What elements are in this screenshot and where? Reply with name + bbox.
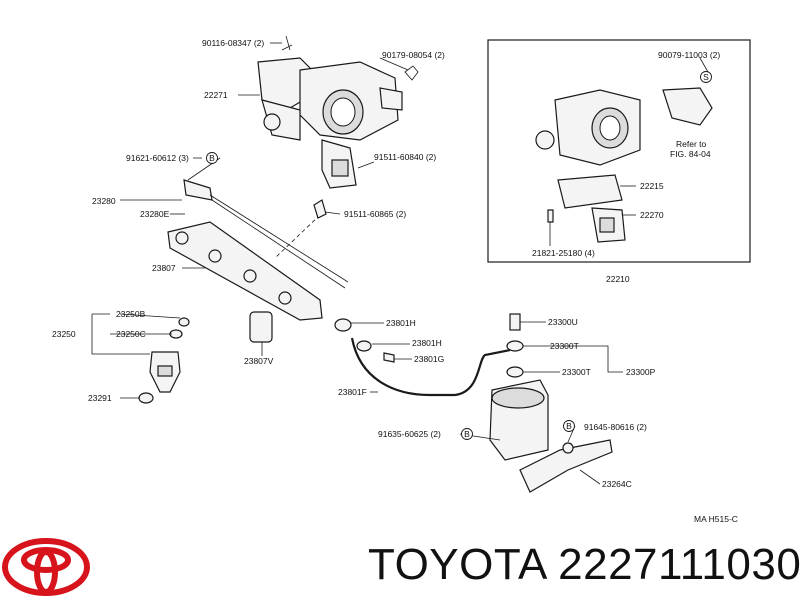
label-23280e: 23280E [140, 209, 170, 219]
label-23300u: 23300U [548, 317, 578, 327]
label-21821: 21821-25180 (4) [532, 248, 595, 258]
label-23300t-a: 23300T [550, 341, 579, 351]
label-refer-2: FIG. 84-04 [670, 149, 711, 159]
fuel-rail [167, 179, 349, 321]
part-labels: 90116-08347 (2) 90179-08054 (2) 22271 91… [52, 38, 738, 524]
reference-markers: B B B S [206, 71, 712, 440]
marker-b-1: B [209, 153, 215, 163]
marker-b-3: B [566, 421, 572, 431]
label-22210: 22210 [606, 274, 630, 284]
label-22270: 22270 [640, 210, 664, 220]
label-90179: 90179-08054 (2) [382, 50, 445, 60]
label-23264c: 23264C [602, 479, 632, 489]
fuel-pressure-regulator [334, 313, 613, 493]
marker-s: S [703, 72, 709, 82]
label-23807v: 23807V [244, 356, 274, 366]
marker-b-2: B [464, 429, 470, 439]
label-23280: 23280 [92, 196, 116, 206]
label-diagram-code: MA H515-C [694, 514, 738, 524]
label-23300p: 23300P [626, 367, 656, 377]
label-91511-a: 91511-60840 (2) [374, 152, 436, 162]
leader-lines [91, 42, 709, 485]
toyota-logo-icon [2, 538, 90, 596]
label-23807: 23807 [152, 263, 176, 273]
label-23801f: 23801F [338, 387, 367, 397]
label-23250b: 23250B [116, 309, 146, 319]
label-91645: 91645-80616 (2) [584, 422, 647, 432]
inset-box [487, 39, 751, 263]
label-22215: 22215 [640, 181, 664, 191]
label-23801h-b: 23801H [412, 338, 442, 348]
label-23291: 23291 [88, 393, 112, 403]
label-23300t-b: 23300T [562, 367, 591, 377]
label-23250: 23250 [52, 329, 76, 339]
label-91635: 91635-60625 (2) [378, 429, 441, 439]
label-91511-b: 91511-60865 (2) [344, 209, 406, 219]
label-90079: 90079-11003 (2) [658, 50, 720, 60]
brand-part-number: TOYOTA 2227111030 [368, 540, 800, 589]
label-90116: 90116-08347 (2) [202, 38, 264, 48]
label-refer-1: Refer to [676, 139, 707, 149]
label-23801g: 23801G [414, 354, 444, 364]
throttle-body-left [257, 35, 419, 189]
label-22271: 22271 [204, 90, 228, 100]
label-23250c: 23250C [116, 329, 146, 339]
label-23801h-a: 23801H [386, 318, 416, 328]
label-91621: 91621-60612 (3) [126, 153, 189, 163]
injector [138, 311, 273, 404]
